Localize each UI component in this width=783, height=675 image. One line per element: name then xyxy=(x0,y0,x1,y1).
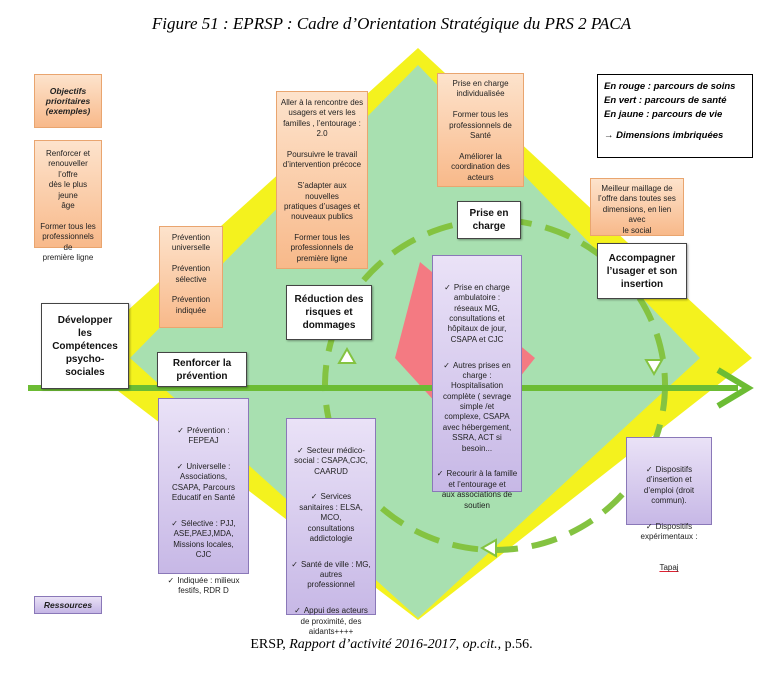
label-renforcer-prevention: Renforcer la prévention xyxy=(157,352,247,387)
list-item: Appui des acteurs de proximité, des aida… xyxy=(290,606,372,637)
label-reduction-risques: Réduction des risques et dommages xyxy=(286,285,372,340)
list-item: Dispositifs expérimentaux : xyxy=(630,522,708,543)
list-item: Prévention : FEPEAJ xyxy=(162,426,245,447)
label-developper-competences: Développer les Compétences psycho- socia… xyxy=(41,303,129,389)
legend-vert: En vert : parcours de santé xyxy=(604,94,727,106)
orange-box-renforcer-offre: Renforcer et renouveller l’offre dès le … xyxy=(34,140,102,262)
label-accompagner-insertion: Accompagner l’usager et son insertion xyxy=(597,243,687,299)
figure-title: Figure 51 : EPRSP : Cadre d’Orientation … xyxy=(151,14,632,33)
list-item: Recourir à la famille et l’entourage et … xyxy=(436,469,518,511)
purple-box-insertion: Dispositifs d’insertion et d’emploi (dro… xyxy=(626,437,712,572)
cycle-arrow-down-icon xyxy=(644,359,664,377)
orange-box-prise-en-charge-individualisee: Prise en charge individualisée Former to… xyxy=(437,73,524,187)
list-item: Santé de ville : MG, autres professionne… xyxy=(290,560,372,591)
cycle-arrow-left-icon xyxy=(479,538,497,558)
caption-source: Rapport d’activité 2016-2017 xyxy=(289,637,456,652)
main-axis-arrow-head xyxy=(716,367,754,409)
list-item: Sélective : PJJ, ASE,PAEJ,MDA, Missions … xyxy=(162,519,245,561)
orange-box-meilleur-maillage: Meilleur maillage de l’offre dans toutes… xyxy=(590,178,684,236)
cycle-arrow-up-icon xyxy=(337,346,357,364)
caption-prefix: ERSP, xyxy=(250,637,290,652)
list-item: Secteur médico- social : CSAPA,CJC, CAAR… xyxy=(290,446,372,477)
legend-box: En rouge : parcours de soins En vert : p… xyxy=(597,74,753,158)
objectifs-prioritaires-label: Objectifs prioritaires (exemples) xyxy=(34,74,102,128)
caption-opcit: op.cit. xyxy=(462,637,498,652)
list-item: Universelle : Associations, CSAPA, Parco… xyxy=(162,462,245,504)
figure-caption: ERSP, Rapport d’activité 2016-2017, op.c… xyxy=(0,637,783,653)
orange-box-aller-rencontre: Aller à la rencontre des usagers et vers… xyxy=(276,91,368,269)
legend-jaune: En jaune : parcours de vie xyxy=(604,108,723,120)
list-item: Indiquée : milieux festifs, RDR D xyxy=(162,576,245,597)
list-item: Dispositifs d’insertion et d’emploi (dro… xyxy=(630,465,708,507)
purple-box-medico-social: Secteur médico- social : CSAPA,CJC, CAAR… xyxy=(286,418,376,636)
label-prise-en-charge: Prise en charge xyxy=(457,201,521,239)
caption-sep: , xyxy=(455,637,463,652)
caption-page: , p.56. xyxy=(497,637,533,652)
purple-box-prevention-ressources: Prévention : FEPEAJ Universelle : Associ… xyxy=(158,398,249,595)
legend-dimensions: → Dimensions imbriquées xyxy=(604,130,724,142)
list-item: Prise en charge ambulatoire : réseaux MG… xyxy=(436,283,518,345)
orange-box-prevention-types: Prévention universelle Prévention sélect… xyxy=(159,226,223,328)
tapaj-label: Tapaj xyxy=(659,563,679,573)
ressources-label: Ressources xyxy=(34,596,102,614)
purple-box-prise-en-charge: Prise en charge ambulatoire : réseaux MG… xyxy=(432,255,522,510)
list-item: Autres prises en charge : Hospitalisatio… xyxy=(436,361,518,455)
list-item: Services sanitaires : ELSA, MCO, consult… xyxy=(290,492,372,544)
legend-rouge: En rouge : parcours de soins xyxy=(604,81,736,92)
